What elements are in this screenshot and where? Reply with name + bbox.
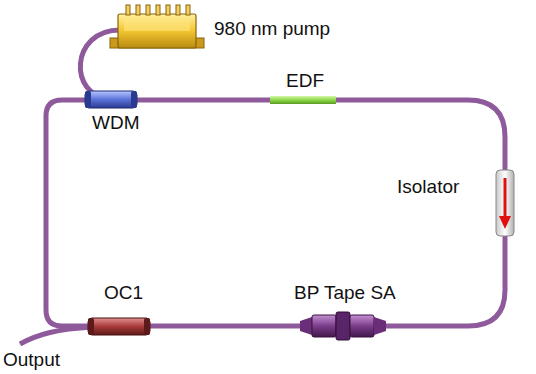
part-label: OC1	[104, 282, 143, 304]
part-label: 980 nm pump	[214, 18, 330, 40]
sa-connector	[300, 312, 386, 340]
pump-pin	[176, 5, 180, 15]
output-fiber	[20, 327, 92, 344]
part-label: EDF	[286, 70, 324, 92]
pump-pin	[186, 5, 190, 15]
isolator	[496, 170, 514, 236]
edf-fiber	[270, 96, 336, 104]
pump-pin	[156, 5, 160, 15]
output-coupler	[88, 318, 150, 335]
part-label: Isolator	[397, 176, 459, 198]
pump-diode	[110, 5, 204, 48]
wdm-coupler	[85, 91, 137, 108]
pump-pin	[136, 5, 140, 15]
part-label: WDM	[92, 112, 139, 134]
pump-pin	[126, 5, 130, 15]
fiber-ring	[46, 100, 505, 326]
part-label: BP Tape SA	[294, 282, 396, 304]
pump-pin	[146, 5, 150, 15]
pump-pin	[166, 5, 170, 15]
part-label: Output	[3, 349, 60, 371]
